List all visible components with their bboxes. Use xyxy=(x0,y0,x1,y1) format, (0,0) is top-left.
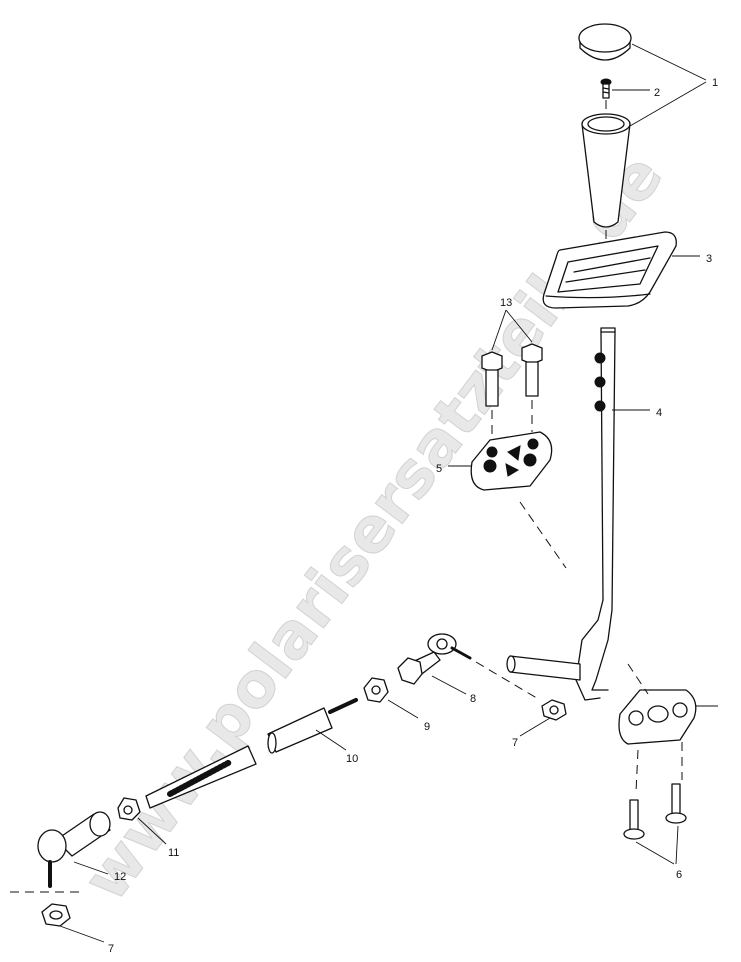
callout-8: 8 xyxy=(470,693,476,705)
callout-1: 1 xyxy=(712,77,718,89)
callout-11: 11 xyxy=(168,847,179,859)
callout-7-upper: 7 xyxy=(512,737,518,749)
part-6-screws xyxy=(623,783,687,840)
part-4-shift-lever xyxy=(506,327,616,701)
part-10-sleeve xyxy=(267,698,358,754)
part-3-gasket xyxy=(542,231,677,309)
callout-13: 13 xyxy=(500,297,512,309)
pivot-bracket xyxy=(618,663,697,793)
callout-2: 2 xyxy=(654,87,660,99)
part-1-handle-grip xyxy=(581,113,631,250)
adjuster-rod xyxy=(145,745,257,809)
part-13-bolts xyxy=(481,343,543,440)
part-5-bracket xyxy=(470,431,567,569)
leader-lines xyxy=(59,43,718,943)
callout-5: 5 xyxy=(436,463,442,475)
callout-12: 12 xyxy=(114,871,126,883)
callout-7-lower: 7 xyxy=(108,943,114,955)
callout-4: 4 xyxy=(656,407,662,419)
callouts: 1 2 3 4 5 6 7 7 8 9 10 11 12 13 xyxy=(108,77,718,955)
part-7-nut-upper xyxy=(541,699,567,721)
callout-9: 9 xyxy=(424,721,430,733)
callout-3: 3 xyxy=(706,253,712,265)
part-7-nut-lower xyxy=(41,903,71,927)
callout-10: 10 xyxy=(346,753,358,765)
part-1-knob-cap xyxy=(578,23,632,61)
part-9-jam-nut xyxy=(363,657,423,703)
callout-6: 6 xyxy=(676,869,682,881)
part-11-nut xyxy=(117,797,141,821)
part-2-screw xyxy=(600,78,612,116)
part-12-ball-joint xyxy=(10,811,111,893)
